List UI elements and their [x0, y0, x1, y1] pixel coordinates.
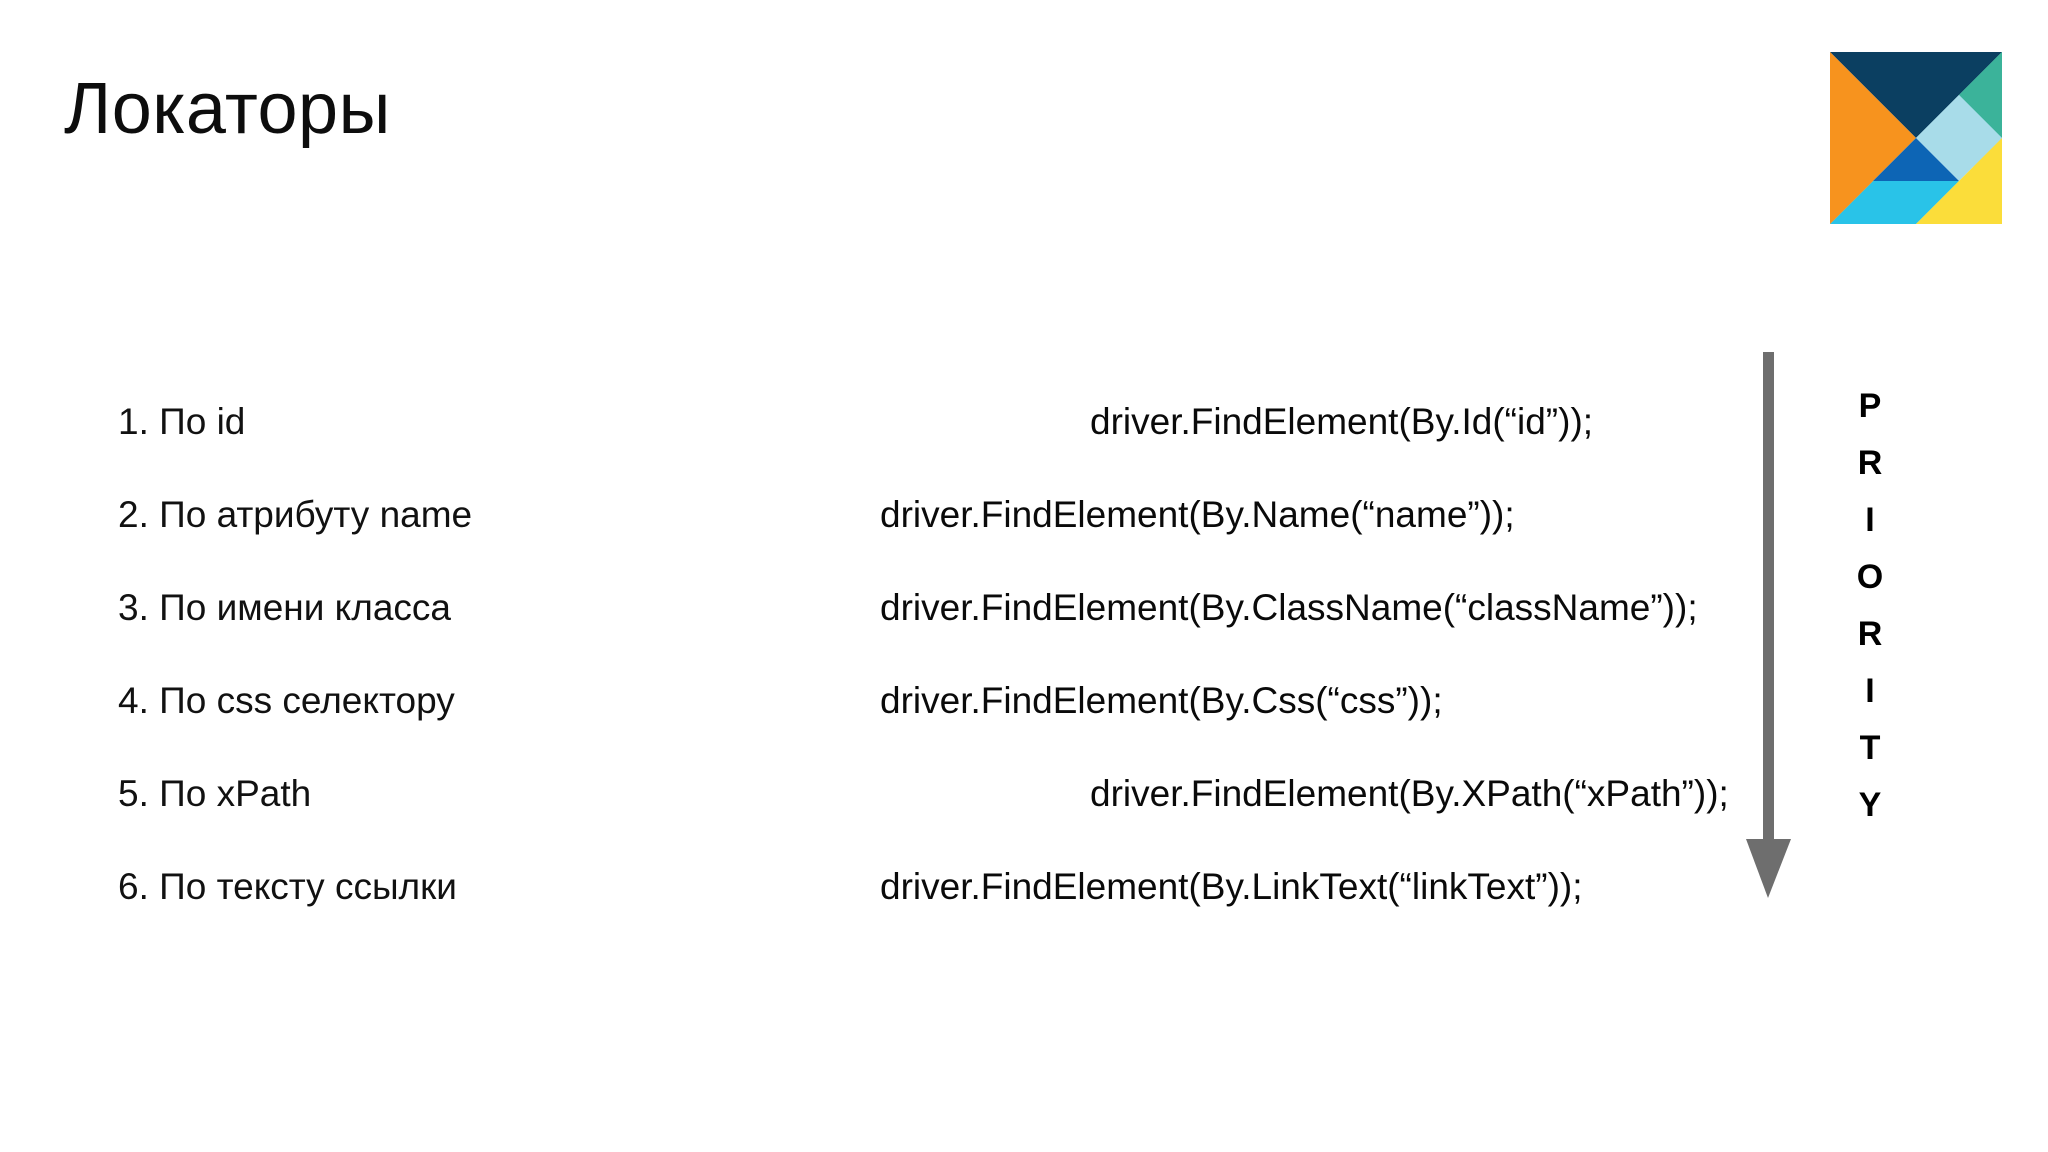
code-snippet: driver.FindElement(By.Name(“name”)); — [880, 494, 1515, 535]
locator-label: 5. По xPath — [118, 773, 312, 814]
locator-label: 6. По тексту ссылки — [118, 866, 457, 907]
list-item: 6. По тексту ссылки — [118, 863, 838, 956]
priority-vertical-label: P R I O R I T Y — [1842, 378, 1898, 834]
list-item: 5. По xPath — [118, 770, 838, 863]
priority-letter: I — [1865, 672, 1875, 710]
code-row: driver.FindElement(By.Css(“css”)); — [880, 677, 1940, 770]
code-snippet: driver.FindElement(By.XPath(“xPath”)); — [1090, 773, 1729, 814]
page-title: Локаторы — [64, 69, 391, 149]
priority-letter: Y — [1858, 786, 1882, 824]
code-snippet: driver.FindElement(By.Id(“id”)); — [1090, 401, 1594, 442]
locator-code-list: driver.FindElement(By.Id(“id”)); driver.… — [880, 398, 1940, 956]
priority-letter: O — [1856, 558, 1884, 596]
locator-label-list: 1. По id 2. По атрибуту name 3. По имени… — [118, 398, 838, 956]
locator-label: 2. По атрибуту name — [118, 494, 473, 535]
code-snippet: driver.FindElement(By.Css(“css”)); — [880, 680, 1443, 721]
list-item: 3. По имени класса — [118, 584, 838, 677]
code-row: driver.FindElement(By.LinkText(“linkText… — [880, 863, 1940, 956]
priority-letter: T — [1859, 729, 1881, 767]
priority-letter: I — [1865, 501, 1875, 539]
code-row: driver.FindElement(By.XPath(“xPath”)); — [880, 770, 1940, 863]
code-row: driver.FindElement(By.Name(“name”)); — [880, 491, 1940, 584]
priority-letter: R — [1857, 444, 1883, 482]
list-item: 4. По css селектору — [118, 677, 838, 770]
priority-letter: R — [1857, 615, 1883, 653]
locator-label: 1. По id — [118, 401, 246, 442]
list-item: 1. По id — [118, 398, 838, 491]
list-item: 2. По атрибуту name — [118, 491, 838, 584]
code-row: driver.FindElement(By.Id(“id”)); — [880, 398, 1940, 491]
code-row: driver.FindElement(By.ClassName(“classNa… — [880, 584, 1940, 677]
code-snippet: driver.FindElement(By.LinkText(“linkText… — [880, 866, 1583, 907]
priority-down-arrow-icon — [1738, 352, 1798, 904]
priority-letter: P — [1858, 387, 1882, 425]
locator-label: 3. По имени класса — [118, 587, 451, 628]
locator-label: 4. По css селектору — [118, 680, 455, 721]
brand-logo-icon — [1830, 52, 2002, 225]
down-arrow-icon — [1746, 352, 1791, 898]
brand-logo — [1830, 52, 2002, 225]
code-snippet: driver.FindElement(By.ClassName(“classNa… — [880, 587, 1698, 628]
